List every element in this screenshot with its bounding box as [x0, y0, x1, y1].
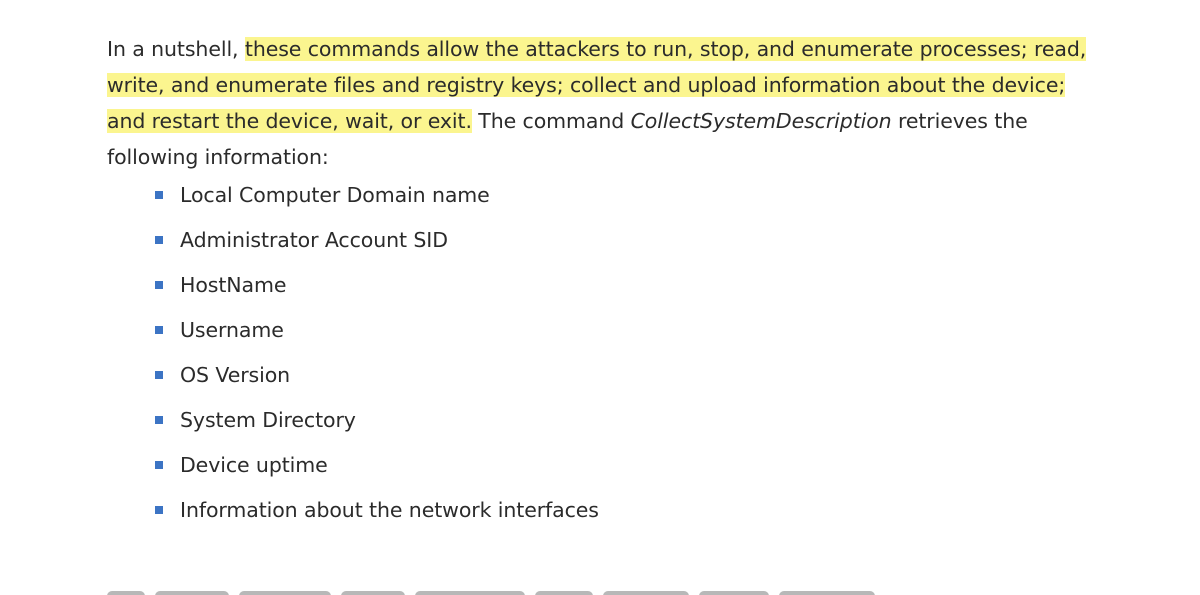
square-bullet-icon: [155, 461, 163, 470]
list-item-text: Local Computer Domain name: [180, 182, 490, 207]
cut-off-next-line: [107, 586, 927, 595]
list-item: HostName: [155, 262, 599, 307]
intro-trailing-text: retrieves the following information:: [107, 109, 1028, 169]
list-item: Information about the network interfaces: [155, 488, 599, 533]
list-item-text: Device uptime: [180, 453, 328, 478]
square-bullet-icon: [155, 235, 163, 244]
square-bullet-icon: [155, 416, 163, 425]
square-bullet-icon: [155, 325, 163, 334]
list-item: OS Version: [155, 352, 599, 397]
list-item-text: System Directory: [180, 408, 356, 433]
highlighted-text: these commands allow the attackers to ru…: [107, 37, 1087, 133]
square-bullet-icon: [155, 506, 163, 515]
list-item: Device uptime: [155, 443, 599, 488]
intro-after-highlight-text: The command: [471, 109, 631, 133]
list-item: Local Computer Domain name: [155, 172, 599, 217]
list-item: System Directory: [155, 397, 599, 442]
square-bullet-icon: [155, 190, 163, 199]
intro-lead-text: In a nutshell,: [107, 37, 245, 61]
list-item-text: Username: [180, 317, 284, 342]
list-item-text: OS Version: [180, 362, 291, 387]
intro-paragraph: In a nutshell, these commands allow the …: [107, 31, 1107, 175]
square-bullet-icon: [155, 280, 163, 289]
list-item-text: Administrator Account SID: [180, 227, 448, 252]
list-item-text: Information about the network interfaces: [180, 498, 599, 523]
list-item: Administrator Account SID: [155, 217, 599, 262]
list-item: Username: [155, 307, 599, 352]
list-item-text: HostName: [180, 272, 287, 297]
information-list: Local Computer Domain name Administrator…: [155, 172, 599, 533]
square-bullet-icon: [155, 370, 163, 379]
command-name: CollectSystemDescription: [630, 109, 892, 133]
